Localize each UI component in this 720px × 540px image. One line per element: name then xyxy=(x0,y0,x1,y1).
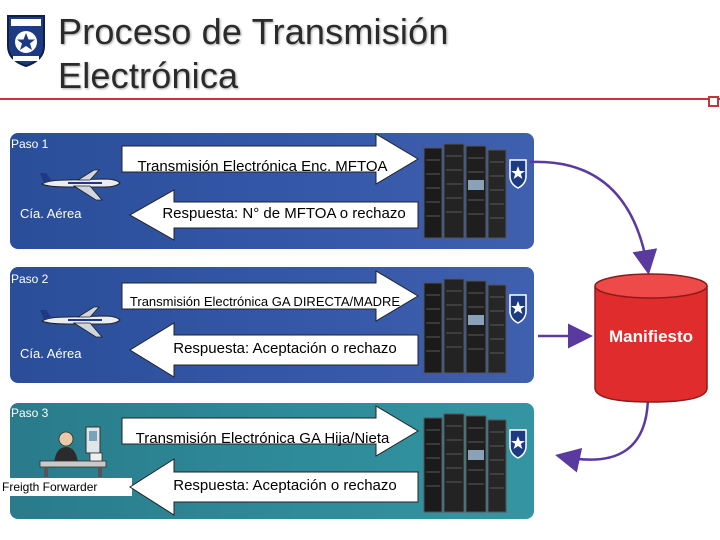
database-label: Manifiesto xyxy=(608,327,694,346)
title-divider-marker xyxy=(708,96,719,107)
step-2-sender: Cía. Aérea xyxy=(20,346,82,361)
airplane-icon xyxy=(40,169,121,201)
forward-label-1: Transmisión Electrónica Enc. MFTOA xyxy=(137,158,388,175)
server-rack-icon xyxy=(423,143,527,239)
connector-lines xyxy=(530,160,658,473)
forward-arrow-2 xyxy=(121,270,419,322)
step-1-sender: Cía. Aérea xyxy=(20,206,82,221)
step-1-label: Paso 1 xyxy=(11,137,49,151)
database-cylinder-icon xyxy=(594,273,708,403)
customs-logo-icon xyxy=(7,15,45,68)
response-label-1: Respuesta: N° de MFTOA o rechazo xyxy=(162,205,406,222)
forward-label-3: Transmisión Electrónica GA Hija/Nieta xyxy=(135,430,390,447)
title-divider xyxy=(0,98,720,100)
freight-forwarder-icon xyxy=(39,426,107,477)
response-arrow-3 xyxy=(129,458,419,516)
server-rack-icon xyxy=(423,278,527,374)
response-arrow-1 xyxy=(128,189,419,241)
forward-arrow-3 xyxy=(121,405,419,457)
response-arrow-2 xyxy=(129,322,419,378)
forward-arrow-1 xyxy=(121,133,419,185)
airplane-icon xyxy=(40,306,121,338)
title-line-1: Proceso de Transmisión xyxy=(58,11,449,52)
page-title: Proceso de Transmisión Electrónica xyxy=(58,10,449,98)
forward-label-2: Transmisión Electrónica GA DIRECTA/MADRE xyxy=(129,294,401,309)
response-label-2: Respuesta: Aceptación o rechazo xyxy=(173,340,397,357)
title-line-2: Electrónica xyxy=(58,55,239,96)
response-label-3: Respuesta: Aceptación o rechazo xyxy=(173,477,397,494)
step-3-label: Paso 3 xyxy=(11,406,49,420)
step-2-label: Paso 2 xyxy=(11,272,49,286)
connector-step1 xyxy=(530,160,658,275)
step-3-sender: Freigth Forwarder xyxy=(0,478,132,496)
connector-step3 xyxy=(555,394,650,473)
server-rack-icon xyxy=(423,413,527,513)
